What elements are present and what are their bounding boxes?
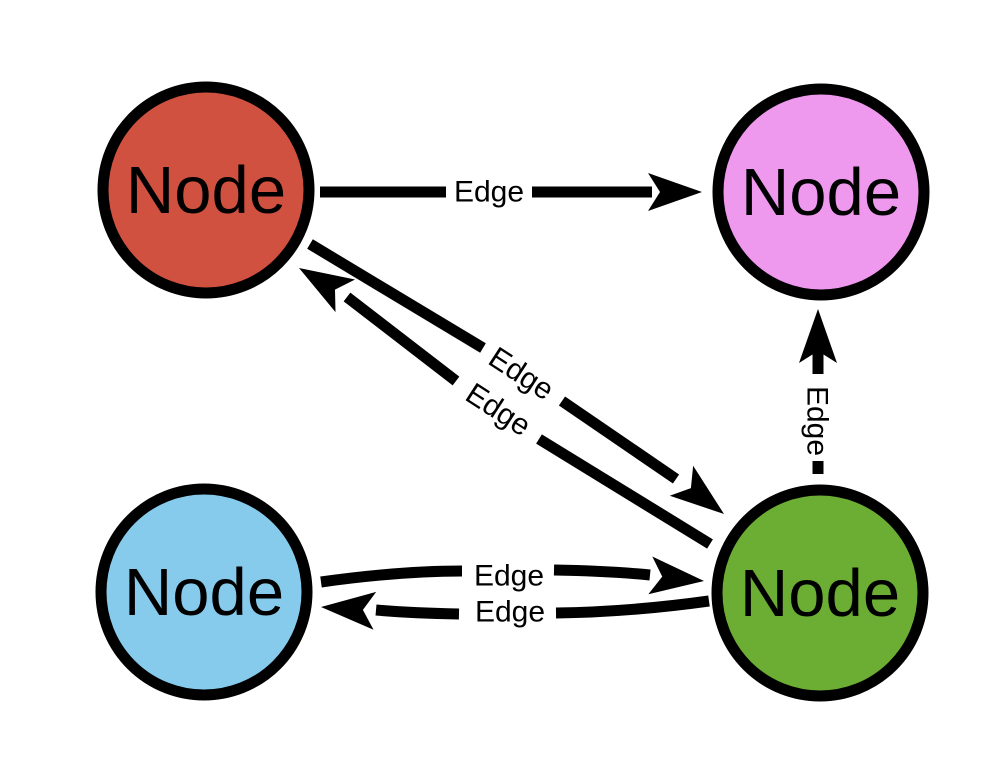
- node-bottom-left-label: Node: [124, 555, 284, 630]
- edge-line: [375, 604, 460, 620]
- edge-bottom-left-to-bottom-right: Edge: [320, 556, 704, 595]
- node-top-left-circle: [97, 81, 315, 299]
- arrowhead-icon: [648, 173, 702, 211]
- arrowhead-icon: [299, 268, 356, 313]
- arrowhead-icon: [799, 309, 837, 363]
- node-bottom-left: Node: [95, 483, 313, 701]
- edge-line: [553, 564, 651, 581]
- edge-label: Edge: [801, 386, 834, 456]
- node-top-right: Node: [712, 83, 930, 301]
- node-top-left: Node: [97, 81, 315, 299]
- arrowhead-icon: [648, 556, 704, 595]
- edge-line: [307, 239, 486, 353]
- arrowhead-icon: [669, 465, 724, 514]
- node-bottom-right-label: Node: [740, 556, 900, 631]
- node-top-right-circle: [712, 83, 930, 301]
- edge-label: Edge: [454, 176, 524, 209]
- edge-label: Edge: [475, 596, 545, 629]
- edge-line: [320, 565, 463, 588]
- node-top-right-label: Node: [741, 155, 901, 230]
- arrowhead-icon: [321, 591, 377, 630]
- edge-line: [536, 434, 713, 549]
- node-bottom-right-circle: [711, 484, 929, 702]
- node-bottom-right: Node: [711, 484, 929, 702]
- edge-label: Edge: [474, 560, 544, 593]
- edge-top-left-to-bottom-right: Edge: [307, 239, 724, 514]
- edge-line: [555, 595, 710, 619]
- edge-bottom-right-to-bottom-left: Edge: [321, 591, 710, 630]
- edge-top-left-to-top-right: Edge: [320, 173, 702, 211]
- node-bottom-left-circle: [95, 483, 313, 701]
- edge-line: [343, 292, 460, 386]
- node-top-left-label: Node: [126, 153, 286, 228]
- edge-bottom-right-to-top-right: Edge: [799, 309, 837, 474]
- edge-bottom-right-to-top-left: Edge: [299, 268, 713, 549]
- edge-line: [558, 396, 680, 484]
